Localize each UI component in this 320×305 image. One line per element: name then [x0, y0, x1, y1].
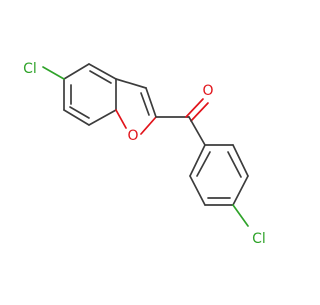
benzofuran-benzene-ring [63, 63, 117, 126]
bond-o-c7a [115, 109, 127, 129]
chlorophenyl-ring [188, 116, 249, 206]
oxygen-atom-ring: O [127, 128, 138, 144]
chlorine-atom-bottom: Cl [252, 231, 266, 247]
bond-c7a-c7 [88, 109, 117, 126]
oxygen-atom-carbonyl: O [202, 83, 213, 99]
benzofuran-furan-ring [115, 78, 157, 135]
bond-c6-c1-inner [196, 151, 211, 177]
bond-c2-c3-inner [227, 151, 242, 178]
bond-c5-cl [42, 66, 65, 80]
bond-c3-c2-inner [140, 92, 150, 116]
bond-c3-c4 [232, 175, 249, 206]
bond-carbonyl-c1 [188, 116, 206, 146]
bond-c4-c3a-inner [89, 70, 112, 84]
bond-c2-c3 [232, 144, 249, 177]
bond-c5-c4 [63, 63, 90, 80]
bond-carbonyl-o-2 [190, 102, 209, 122]
bond-c4-cl [232, 204, 249, 227]
bond-c7-c6 [63, 109, 90, 126]
bond-c3a-c3 [115, 78, 147, 89]
bond-carbonyl-o-1 [185, 98, 204, 118]
bond-c2-o [140, 116, 157, 135]
bond-c3-c2 [145, 87, 157, 118]
chlorine-atom-left: Cl [23, 61, 37, 77]
molecule-canvas: Cl O O Cl [23, 61, 266, 247]
bond-c7-c6-inner [69, 106, 90, 119]
bond-c5-c6 [189, 175, 206, 206]
bond-c6-c1 [189, 144, 206, 177]
structure-diagram: Cl O O Cl [23, 61, 266, 247]
bond-c4-c3a [88, 63, 117, 80]
